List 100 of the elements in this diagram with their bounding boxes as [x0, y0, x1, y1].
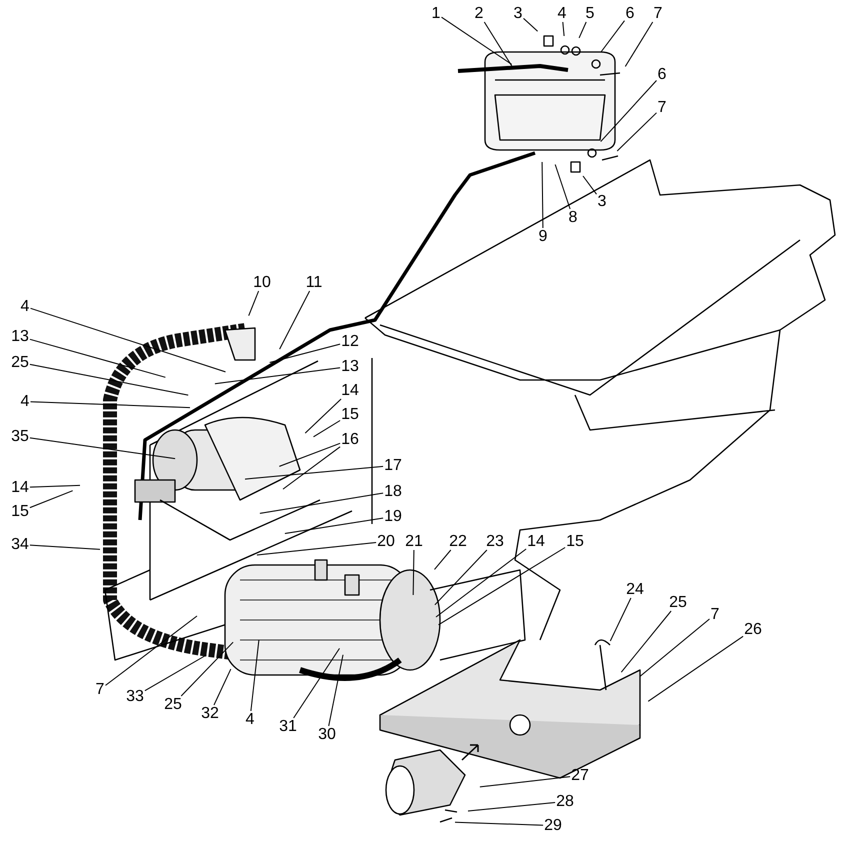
callout-number: 7 — [96, 681, 104, 698]
callout-number: 4 — [20, 298, 30, 315]
leader-line — [484, 22, 514, 68]
leader-line — [328, 654, 344, 726]
callout-number: 14 — [11, 479, 29, 496]
leader-line — [214, 668, 232, 706]
callout-number: 1 — [432, 5, 440, 22]
leader-line — [256, 542, 377, 556]
leader-line — [144, 654, 207, 692]
leader-line — [180, 642, 234, 696]
callout-number: 3 — [598, 193, 606, 210]
leader-line — [284, 518, 384, 534]
callout-number: 25 — [669, 594, 687, 611]
leader-line — [293, 648, 340, 718]
leader-line — [214, 367, 341, 384]
callout-number: 31 — [279, 718, 297, 735]
leader-line — [438, 547, 566, 626]
callout-number: 7 — [710, 606, 720, 623]
leader-line — [441, 16, 512, 65]
leader-line — [279, 290, 310, 350]
callout-number: 6 — [658, 66, 666, 83]
callout-number: 9 — [538, 228, 548, 245]
leader-line — [610, 598, 632, 642]
leader-line — [30, 308, 226, 372]
leader-line — [29, 338, 166, 378]
callout-number: 15 — [341, 406, 359, 423]
leader-line — [542, 162, 544, 228]
callout-number: 30 — [318, 726, 336, 743]
callout-number: 15 — [11, 503, 29, 520]
leader-line — [624, 22, 654, 67]
leader-line — [600, 20, 625, 52]
callout-number: 33 — [126, 688, 144, 705]
callout-number: 4 — [20, 393, 30, 410]
callout-number: 5 — [586, 5, 594, 22]
leader-line — [244, 466, 384, 480]
leader-line — [620, 610, 672, 673]
leader-line — [468, 802, 556, 812]
leader-line — [554, 164, 571, 210]
leader-line — [278, 442, 341, 467]
callout-number: 14 — [341, 382, 359, 399]
callout-number: 26 — [744, 621, 762, 638]
leader-line — [259, 492, 384, 514]
leader-line — [454, 822, 544, 826]
leader-line — [436, 548, 527, 618]
callout-number: 22 — [449, 533, 467, 550]
callout-number: 29 — [544, 817, 562, 834]
callout-number: 16 — [341, 431, 359, 448]
callout-number: 18 — [384, 483, 402, 500]
leader-line — [269, 344, 341, 363]
callout-number: 6 — [626, 5, 634, 22]
callout-number: 10 — [253, 274, 271, 291]
callout-number: 15 — [566, 533, 584, 550]
leader-line — [412, 550, 414, 596]
leader-line — [248, 290, 260, 316]
leader-line — [29, 484, 80, 488]
leader-line — [523, 18, 538, 32]
callout-number: 23 — [486, 533, 504, 550]
callout-number: 21 — [405, 533, 423, 550]
leader-line — [250, 639, 260, 712]
callout-number: 14 — [527, 533, 545, 550]
leader-line — [29, 490, 74, 508]
callout-number: 25 — [164, 696, 182, 713]
callout-number: 7 — [658, 99, 666, 116]
leader-line — [282, 446, 341, 490]
callout-number: 11 — [306, 274, 322, 291]
callout-number: 25 — [11, 354, 29, 371]
callout-number: 24 — [626, 581, 644, 598]
leader-line — [600, 80, 657, 142]
leader-line — [578, 22, 587, 38]
leader-line — [30, 401, 190, 408]
leader-line — [562, 22, 565, 36]
callout-number: 17 — [384, 457, 402, 474]
leader-line — [434, 550, 488, 606]
leader-line — [29, 544, 100, 550]
callout-number: 35 — [11, 428, 29, 445]
leader-line — [313, 420, 341, 438]
leader-line — [304, 398, 342, 434]
leader-line — [479, 776, 571, 788]
callout-number: 28 — [556, 793, 574, 810]
leader-line — [105, 616, 198, 686]
callout-number: 13 — [341, 358, 359, 375]
leader-line — [29, 364, 189, 396]
callout-number: 3 — [514, 5, 522, 22]
callout-number: 12 — [341, 333, 359, 350]
callout-number: 8 — [568, 209, 578, 226]
callout-number: 13 — [11, 328, 29, 345]
callout-number: 19 — [384, 508, 402, 525]
leader-line — [434, 550, 452, 570]
callout-number: 32 — [201, 705, 219, 722]
callout-number: 2 — [474, 5, 484, 22]
leader-line — [582, 176, 597, 195]
leader-line — [616, 112, 657, 152]
leader-line — [639, 618, 710, 678]
callout-number: 4 — [558, 5, 566, 22]
callout-number: 4 — [246, 711, 254, 728]
leader-line — [29, 437, 176, 460]
callout-number: 7 — [654, 5, 662, 22]
callout-number: 20 — [377, 533, 395, 550]
callout-number: 34 — [11, 536, 29, 553]
leader-line — [648, 636, 744, 702]
